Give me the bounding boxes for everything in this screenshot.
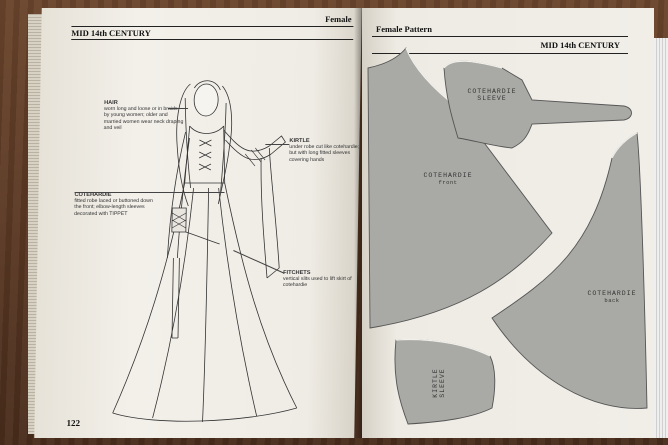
note-hair-text: worn long and loose or in braids by youn… (103, 106, 184, 131)
open-book: Female MID 14th CENTURY (28, 2, 654, 443)
cotehardie-sleeve-piece (443, 60, 632, 149)
right-page: Female Pattern MID 14th CENTURY COTEHARD… (362, 8, 654, 438)
cotehardie-back-piece (491, 132, 648, 409)
leader-cotehardie (74, 192, 225, 193)
right-page-section-label: Female Pattern (376, 24, 432, 34)
cotehardie-front-label-line1: COTEHARDIE (423, 172, 473, 179)
page-number-left: 122 (66, 418, 81, 428)
leader-hair (167, 108, 189, 109)
leader-kirtle (265, 144, 290, 145)
note-kirtle-text: under robe cut like cotehardie; but with… (289, 144, 360, 163)
label-kirtle-sleeve: KIRTLE SLEEVE (432, 358, 446, 408)
right-header-rule-bottom (372, 53, 628, 54)
label-cotehardie-sleeve: COTEHARDIE SLEEVE (462, 88, 522, 102)
costume-figure-illustration (112, 80, 298, 423)
label-cotehardie-front: COTEHARDIE front (418, 172, 478, 186)
note-cotehardie: COTEHARDIE fitted robe laced or buttoned… (74, 192, 158, 217)
kirtle-sleeve-label-line2: SLEEVE (439, 368, 446, 398)
kirtle-sleeve-label-line1: KIRTLE (432, 368, 439, 398)
cotehardie-front-label-line2: front (438, 179, 458, 186)
left-page: Female MID 14th CENTURY (34, 8, 362, 438)
label-cotehardie-back: COTEHARDIE back (582, 290, 642, 304)
right-page-title: MID 14th CENTURY (540, 40, 620, 50)
pattern-pieces-diagram (367, 47, 648, 425)
note-fitchets: FITCHETS vertical slits used to lift ski… (283, 270, 355, 289)
note-fitchets-text: vertical slits used to lift skirt of cot… (282, 276, 352, 289)
cotehardie-sleeve-label-line2: SLEEVE (477, 95, 507, 102)
cotehardie-sleeve-label-line1: COTEHARDIE (467, 88, 517, 95)
note-kirtle: KIRTLE under robe cut like cotehardie; b… (289, 138, 359, 163)
cotehardie-back-label-line1: COTEHARDIE (587, 290, 637, 297)
note-hair: HAIR worn long and loose or in braids by… (104, 100, 185, 131)
right-header-rule-top (372, 36, 628, 37)
cotehardie-back-label-line2: back (604, 297, 620, 304)
note-cotehardie-text: fitted robe laced or buttoned down the f… (74, 198, 153, 217)
